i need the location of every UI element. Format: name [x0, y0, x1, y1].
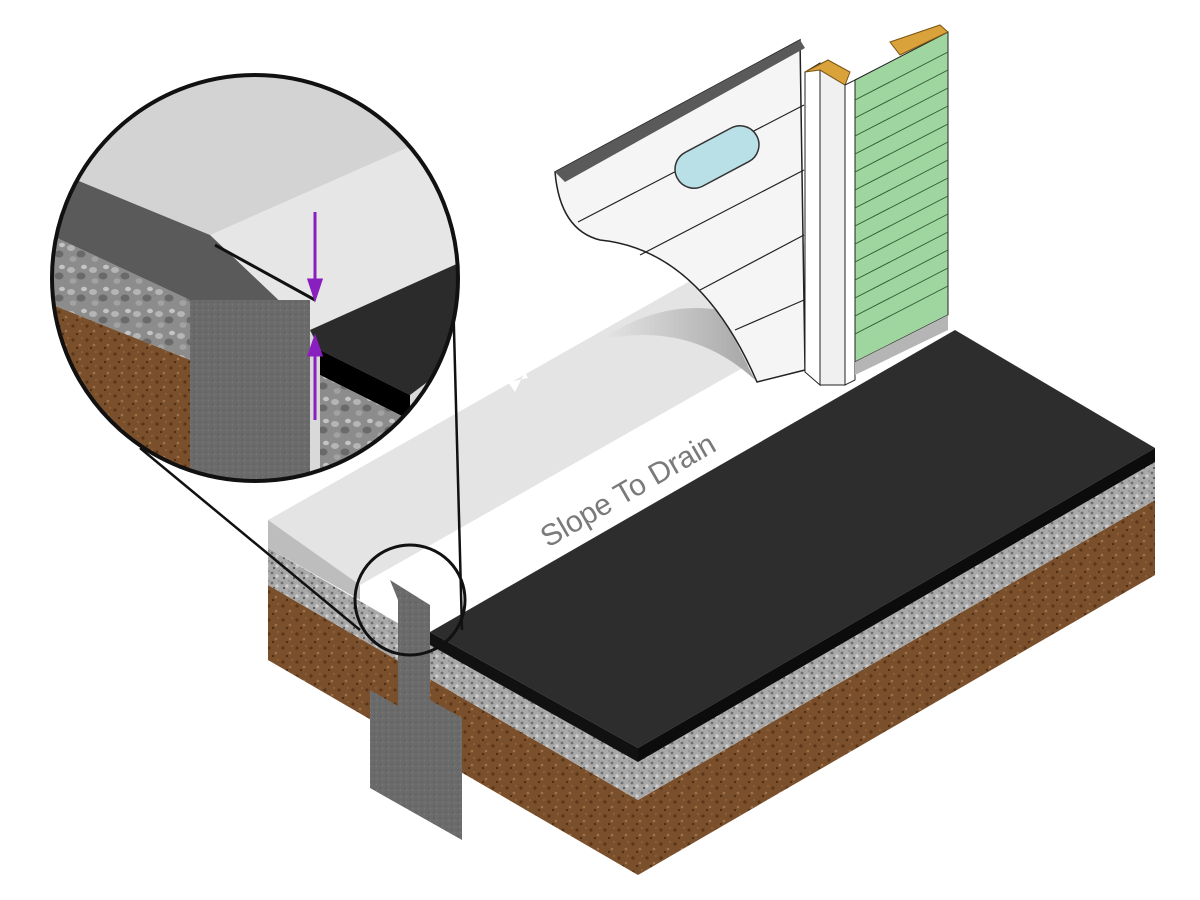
detail-callout-circle	[353, 543, 467, 657]
door-window	[674, 125, 760, 189]
siding-wall	[844, 24, 949, 386]
garage-door	[554, 38, 806, 383]
door-jamb	[804, 59, 851, 387]
concrete-footing	[370, 580, 462, 840]
door-shadow	[600, 308, 755, 380]
asphalt-driveway	[430, 330, 1155, 762]
thickness-arrows	[306, 212, 324, 420]
edge-pointer-line	[214, 243, 316, 302]
magnified-detail	[50, 73, 460, 483]
gravel-layer	[268, 462, 1155, 800]
